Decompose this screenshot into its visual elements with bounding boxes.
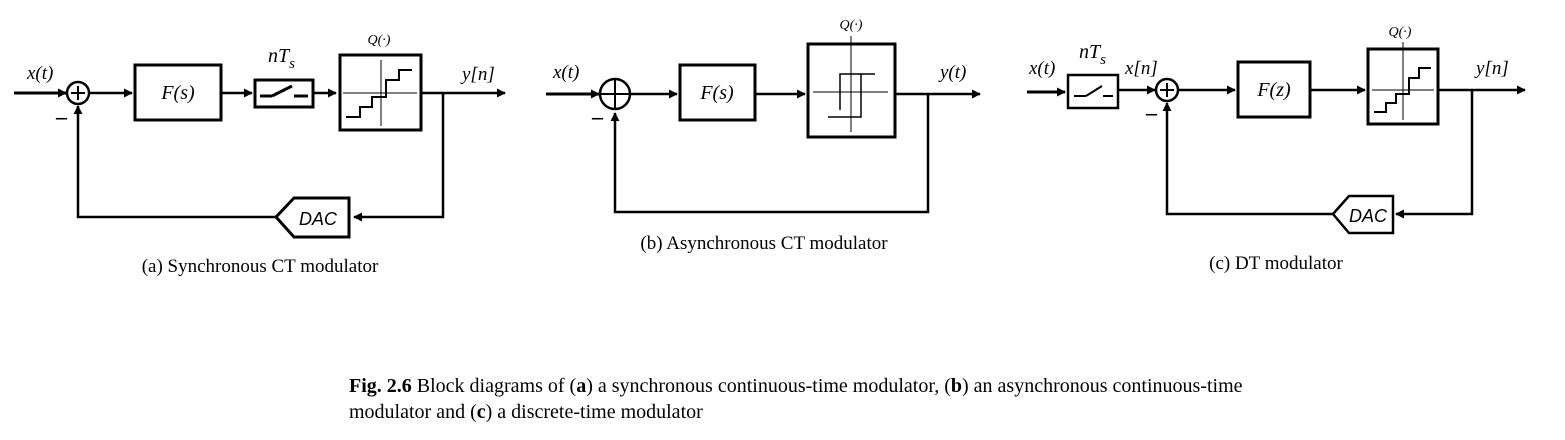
feedback-wire xyxy=(1162,102,1333,216)
summing-junction xyxy=(65,80,91,106)
minus-sign: – xyxy=(591,104,604,129)
output-label: y(t) xyxy=(938,62,966,83)
diagram-a xyxy=(14,53,506,239)
quantizer-label: Q(·) xyxy=(1389,25,1412,40)
quantizer-label: Q(·) xyxy=(840,18,863,33)
input-label: x(t) xyxy=(552,62,579,83)
block-diagrams: x(t) – F(s) nTs Q(·) y[n] DAC (a) Synchr… xyxy=(14,18,1526,277)
minus-sign: – xyxy=(1145,100,1158,125)
sampler-label: nTs xyxy=(1079,41,1106,68)
feedback-wire xyxy=(1395,90,1474,219)
quantizer-label: Q(·) xyxy=(368,33,391,48)
dac-block xyxy=(273,196,351,239)
quantizer-block xyxy=(806,36,897,139)
sampled-label: x[n] xyxy=(1124,58,1158,79)
feedback-wire xyxy=(353,93,445,222)
summing-junction xyxy=(598,77,632,111)
diagram-b-labels: x(t) – F(s) Q(·) y(t) (b) Asynchronous C… xyxy=(552,18,966,254)
figure-caption: Fig. 2.6 Block diagrams of (a) a synchro… xyxy=(349,375,1243,423)
quantizer-block xyxy=(1366,42,1440,126)
caption-c: (c) DT modulator xyxy=(1209,253,1343,274)
diagram-a-labels: x(t) – F(s) nTs Q(·) y[n] DAC (a) Synchr… xyxy=(26,33,495,277)
diagram-c xyxy=(1027,42,1526,235)
sampler-switch xyxy=(253,78,315,109)
feedback-wire xyxy=(610,94,930,214)
feedback-wire xyxy=(73,105,276,219)
minus-sign: – xyxy=(55,104,68,129)
sampler-label: nTs xyxy=(268,45,295,72)
output-label: y[n] xyxy=(460,64,495,85)
figure-number: Fig. 2.6 xyxy=(349,375,412,397)
sampler-switch xyxy=(1066,73,1120,110)
caption-b: (b) Asynchronous CT modulator xyxy=(640,233,888,254)
quantizer-block xyxy=(338,53,423,132)
filter-label: F(z) xyxy=(1256,79,1291,101)
loop-filter-block xyxy=(678,63,757,122)
output-label: y[n] xyxy=(1474,58,1509,79)
input-label: x(t) xyxy=(1028,58,1055,79)
diagram-b xyxy=(546,36,981,214)
caption-a: (a) Synchronous CT modulator xyxy=(142,256,379,277)
dac-label: DAC xyxy=(1349,206,1388,226)
filter-label: F(s) xyxy=(160,82,195,104)
dac-block xyxy=(1331,194,1395,235)
dac-label: DAC xyxy=(299,209,338,229)
diagram-c-labels: x(t) nTs x[n] – F(z) Q(·) y[n] DAC (c) D… xyxy=(1028,25,1509,274)
input-label: x(t) xyxy=(26,63,53,84)
filter-label: F(s) xyxy=(699,82,734,104)
summing-junction xyxy=(1154,77,1180,103)
